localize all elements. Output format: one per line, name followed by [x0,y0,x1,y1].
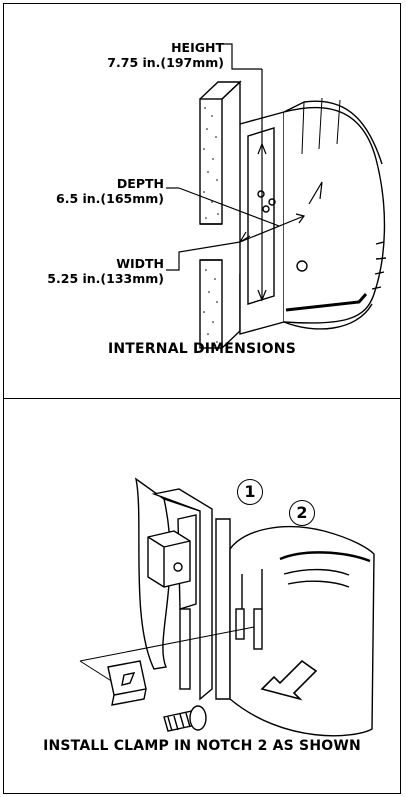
device-housing [229,526,375,737]
depth-value: 6.5 in.(165mm) [56,191,164,206]
width-value: 5.25 in.(133mm) [47,271,164,286]
notch-2 [253,608,263,650]
internal-dimensions-caption: INTERNAL DIMENSIONS [107,341,296,357]
height-value: 7.75 in.(197mm) [107,55,224,70]
wall-section [199,80,242,349]
depth-label-group: DEPTH 6.5 in.(165mm) [24,176,164,206]
notch-1 [235,608,245,640]
notch-1-callout: 1 [237,479,263,505]
width-label: WIDTH [116,256,164,271]
direction-arrow [260,659,318,701]
notch-2-callout: 2 [289,500,315,526]
install-clamp-panel: 1 2 INSTALL CLAMP IN NOTCH 2 AS SHOWN [3,398,401,794]
enclosure-dimension-drawing [166,43,387,349]
depth-label: DEPTH [116,176,164,191]
clamp-assembly [79,626,255,732]
width-label-group: WIDTH 5.25 in.(133mm) [24,256,164,286]
clamp-installation-drawing [79,477,375,737]
mounting-wall [134,477,231,701]
height-label-group: HEIGHT 7.75 in.(197mm) [64,40,224,70]
dimension-lines [166,43,306,302]
internal-dimensions-panel: HEIGHT 7.75 in.(197mm) DEPTH 6.5 in.(165… [3,3,401,399]
screw [163,705,207,732]
install-clamp-caption: INSTALL CLAMP IN NOTCH 2 AS SHOWN [43,738,361,754]
height-label: HEIGHT [171,40,224,55]
